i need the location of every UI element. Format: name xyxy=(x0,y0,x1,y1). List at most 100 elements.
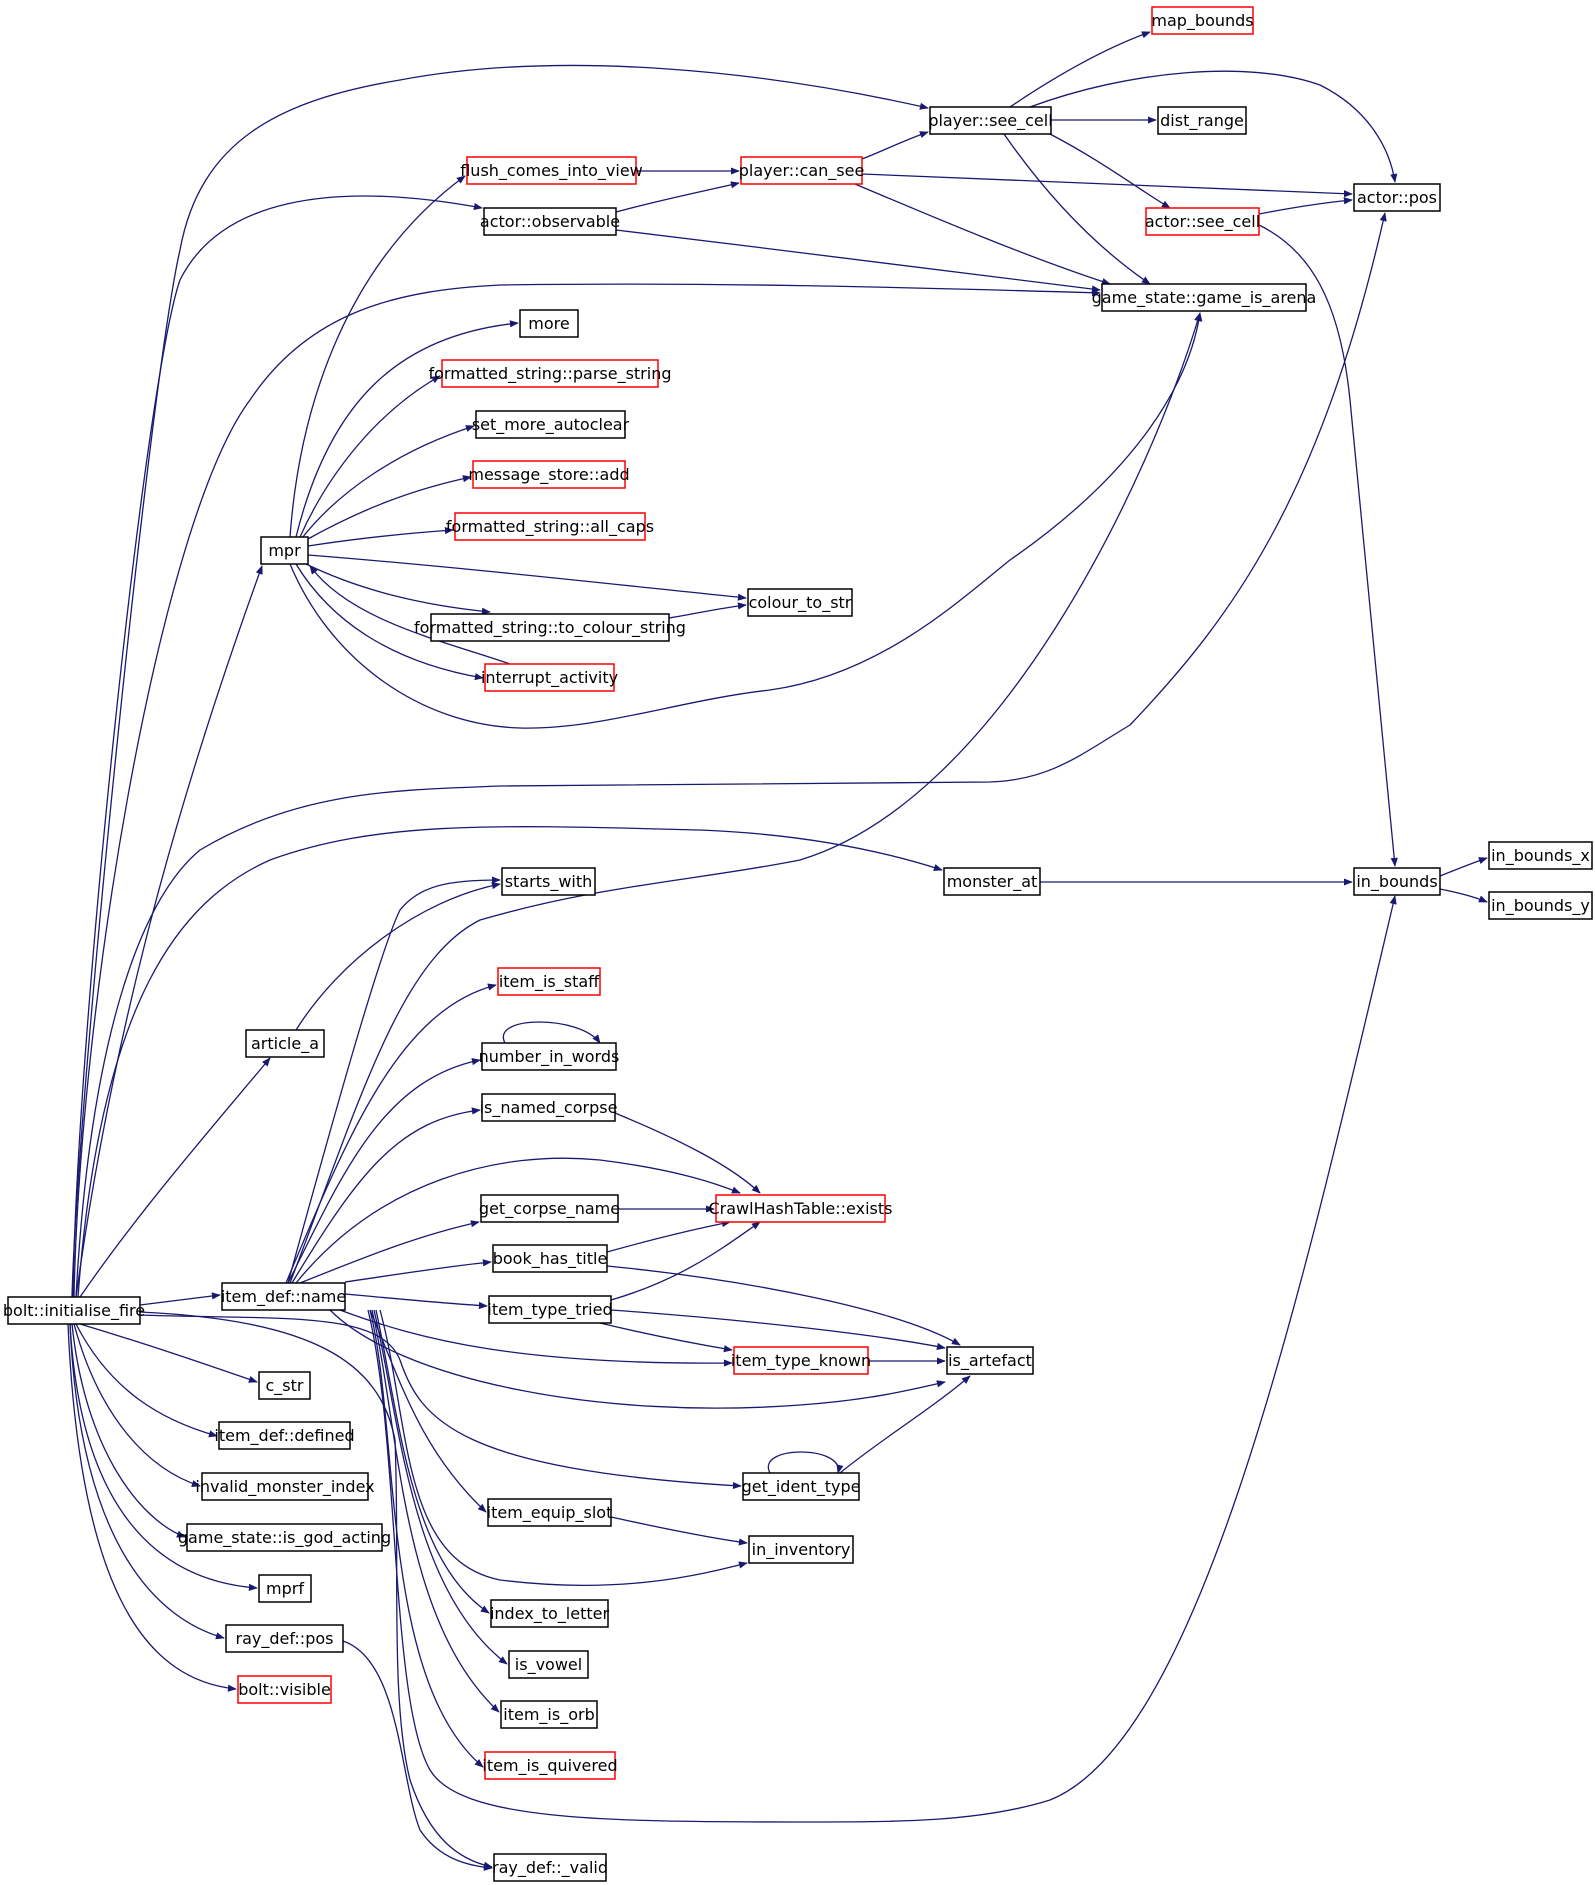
node-box[interactable] xyxy=(472,460,626,489)
node-box[interactable] xyxy=(493,1853,607,1882)
node-box[interactable] xyxy=(487,1498,612,1527)
node-in-bounds-y[interactable]: in_bounds_y xyxy=(1488,891,1593,920)
node-box[interactable] xyxy=(519,309,579,338)
node-box[interactable] xyxy=(497,967,601,996)
node-box[interactable] xyxy=(260,536,309,565)
node-is-vowel[interactable]: is_vowel xyxy=(508,1650,589,1679)
node-in-bounds[interactable]: in_bounds xyxy=(1353,867,1441,896)
node-box[interactable] xyxy=(490,1599,609,1628)
node-box[interactable] xyxy=(430,613,670,642)
node-invalid-monster-index[interactable]: invalid_monster_index xyxy=(195,1472,375,1501)
node-box[interactable] xyxy=(1353,867,1441,896)
node-item-is-orb[interactable]: item_is_orb xyxy=(500,1700,598,1729)
node-box[interactable] xyxy=(1157,106,1247,135)
node-c-str[interactable]: c_str xyxy=(258,1371,311,1400)
node-interrupt-activity[interactable]: interrupt_activity xyxy=(481,663,618,692)
node-item-is-quivered[interactable]: item_is_quivered xyxy=(482,1751,618,1780)
node-ray-def-pos[interactable]: ray_def::pos xyxy=(225,1624,344,1653)
node-box[interactable] xyxy=(237,1675,332,1704)
node-ray-def-valid[interactable]: ray_def::_valid xyxy=(492,1853,608,1882)
node-box[interactable] xyxy=(484,1751,616,1780)
node-number-in-words[interactable]: number_in_words xyxy=(479,1042,620,1071)
node-player-can-see[interactable]: player::can_see xyxy=(739,156,865,185)
node-monster-at[interactable]: monster_at xyxy=(943,867,1041,896)
node-is-artefact[interactable]: is_artefact xyxy=(946,1346,1034,1375)
node-box[interactable] xyxy=(218,1421,351,1450)
node-box[interactable] xyxy=(221,1282,346,1311)
node-box[interactable] xyxy=(492,1244,608,1273)
node-hash-exists[interactable]: CrawlHashTable::exists xyxy=(709,1194,893,1223)
node-box[interactable] xyxy=(946,1346,1034,1375)
node-item-type-known[interactable]: item_type_known xyxy=(731,1346,871,1375)
node-item-equip-slot[interactable]: item_equip_slot xyxy=(487,1498,613,1527)
node-box[interactable] xyxy=(943,867,1041,896)
node-actor-observable[interactable]: actor::observable xyxy=(480,207,620,236)
node-box[interactable] xyxy=(480,1194,619,1223)
node-box[interactable] xyxy=(1488,891,1593,920)
node-parse-string[interactable]: formatted_string::parse_string xyxy=(428,359,672,388)
node-box[interactable] xyxy=(1353,183,1441,212)
node-box[interactable] xyxy=(481,1042,617,1071)
node-item-def-defined[interactable]: item_def::defined xyxy=(214,1421,355,1450)
node-root[interactable]: bolt::initialise_fire xyxy=(3,1296,145,1325)
node-game-is-arena[interactable]: game_state::game_is_arena xyxy=(1092,283,1317,312)
node-box[interactable] xyxy=(7,1296,141,1325)
node-box[interactable] xyxy=(1151,6,1254,35)
node-book-has-title[interactable]: book_has_title xyxy=(492,1244,608,1273)
node-in-bounds-x[interactable]: in_bounds_x xyxy=(1488,841,1593,870)
node-get-corpse-name[interactable]: get_corpse_name xyxy=(479,1194,620,1223)
node-item-def-name[interactable]: item_def::name xyxy=(221,1282,346,1311)
node-box[interactable] xyxy=(508,1650,589,1679)
node-bolt-visible[interactable]: bolt::visible xyxy=(237,1675,332,1704)
node-box[interactable] xyxy=(481,1093,616,1122)
node-box[interactable] xyxy=(201,1472,369,1501)
node-item-is-staff[interactable]: item_is_staff xyxy=(497,967,601,996)
node-box[interactable] xyxy=(747,588,853,617)
node-box[interactable] xyxy=(441,359,659,388)
node-is-god-acting[interactable]: game_state::is_god_acting xyxy=(178,1523,391,1552)
node-box[interactable] xyxy=(258,1574,312,1603)
node-item-type-tried[interactable]: item_type_tried xyxy=(487,1295,613,1324)
node-index-to-letter[interactable]: index_to_letter xyxy=(490,1599,610,1628)
node-box[interactable] xyxy=(454,512,646,541)
node-mprf[interactable]: mprf xyxy=(258,1574,312,1603)
node-box[interactable] xyxy=(500,1700,598,1729)
node-get-ident-type[interactable]: get_ident_type xyxy=(742,1472,861,1501)
node-dist-range[interactable]: dist_range xyxy=(1157,106,1247,135)
node-to-colour-string[interactable]: formatted_string::to_colour_string xyxy=(414,613,686,642)
node-map-bounds[interactable]: map_bounds xyxy=(1151,6,1254,35)
node-box[interactable] xyxy=(740,156,863,185)
node-box[interactable] xyxy=(245,1029,325,1058)
node-box[interactable] xyxy=(475,410,626,439)
node-box[interactable] xyxy=(1145,207,1260,236)
node-mpr[interactable]: mpr xyxy=(260,536,309,565)
node-box[interactable] xyxy=(733,1346,869,1375)
node-box[interactable] xyxy=(748,1535,854,1564)
node-box[interactable] xyxy=(488,1295,612,1324)
node-player-see-cell[interactable]: player::see_cell xyxy=(928,106,1053,135)
node-box[interactable] xyxy=(186,1523,383,1552)
node-actor-pos[interactable]: actor::pos xyxy=(1353,183,1441,212)
node-starts-with[interactable]: starts_with xyxy=(501,867,596,896)
node-box[interactable] xyxy=(466,156,637,185)
node-box[interactable] xyxy=(484,663,615,692)
node-message-store-add[interactable]: message_store::add xyxy=(468,460,630,489)
node-box[interactable] xyxy=(501,867,596,896)
node-is-named-corpse[interactable]: is_named_corpse xyxy=(480,1093,618,1122)
node-more[interactable]: more xyxy=(519,309,579,338)
node-box[interactable] xyxy=(225,1624,344,1653)
node-article-a[interactable]: article_a xyxy=(245,1029,325,1058)
node-all-caps[interactable]: formatted_string::all_caps xyxy=(446,512,654,541)
node-box[interactable] xyxy=(483,207,617,236)
node-box[interactable] xyxy=(742,1472,860,1501)
node-colour-to-str[interactable]: colour_to_str xyxy=(747,588,853,617)
node-box[interactable] xyxy=(1101,283,1307,312)
node-actor-see-cell[interactable]: actor::see_cell xyxy=(1145,207,1260,236)
node-set-more-autoclear[interactable]: set_more_autoclear xyxy=(472,410,630,439)
node-box[interactable] xyxy=(258,1371,311,1400)
node-in-inventory[interactable]: in_inventory xyxy=(748,1535,854,1564)
node-box[interactable] xyxy=(715,1194,886,1223)
node-flush-comes-into-view[interactable]: flush_comes_into_view xyxy=(460,156,643,185)
node-box[interactable] xyxy=(929,106,1052,135)
node-box[interactable] xyxy=(1488,841,1593,870)
